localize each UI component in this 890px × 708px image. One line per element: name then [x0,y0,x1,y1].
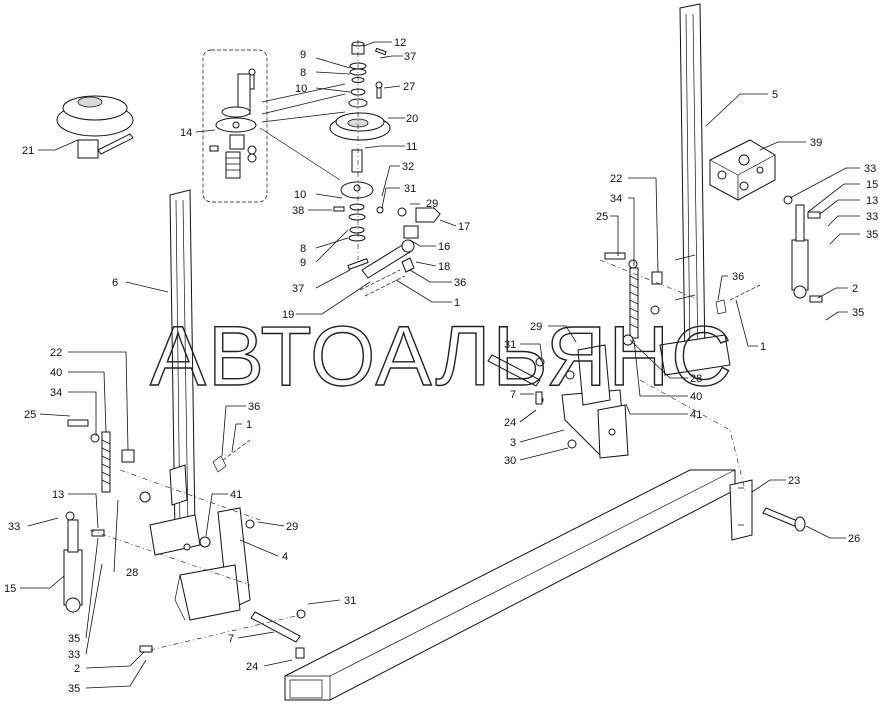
left-spring-assembly [67,419,151,503]
label-2: 2 [852,283,858,295]
label-40: 40 [690,391,702,403]
label-11: 11 [406,141,417,153]
label-23: 23 [788,475,800,487]
label-8: 8 [300,67,306,79]
label-27: 27 [403,81,415,93]
label-13: 13 [52,489,64,501]
label-1: 1 [454,297,460,309]
label-18: 18 [438,261,450,273]
label-1: 1 [760,341,766,353]
label-22: 22 [610,173,622,185]
label-5: 5 [772,89,778,101]
label-15: 15 [866,179,878,191]
label-33: 33 [864,163,876,175]
part-labels: 12 37 9 8 10 27 14 21 20 11 32 10 31 38 … [4,37,878,695]
label-1: 1 [246,419,252,431]
label-22: 22 [50,347,62,359]
right-mast-5 [659,3,731,376]
label-31: 31 [404,183,416,195]
label-37: 37 [292,283,304,295]
label-2: 2 [74,663,80,675]
block-39 [709,139,776,201]
label-21: 21 [22,145,34,157]
label-29: 29 [530,321,542,333]
label-6: 6 [112,277,118,289]
label-35: 35 [852,307,864,319]
label-30: 30 [504,455,516,467]
right-spring-assembly [604,252,761,339]
detail-box-14 [202,49,268,203]
frame-beam [284,469,736,701]
label-24: 24 [246,661,258,673]
label-31: 31 [504,339,516,351]
plate-23-bolt-26 [729,479,806,541]
label-36: 36 [732,271,744,283]
label-35: 35 [866,229,878,241]
left-mast-6 [149,189,201,556]
label-13: 13 [866,195,878,207]
label-28: 28 [126,567,138,579]
label-29: 29 [426,198,438,210]
label-41: 41 [690,409,702,421]
right-bracket-3 [487,334,634,459]
label-33: 33 [68,649,80,661]
label-20: 20 [406,113,418,125]
label-34: 34 [610,193,622,205]
leader-lines [20,41,860,689]
label-10: 10 [295,83,307,95]
label-12: 12 [394,37,406,49]
label-35: 35 [68,633,80,645]
label-17: 17 [458,221,470,233]
label-36: 36 [454,277,466,289]
label-9: 9 [300,49,306,61]
rotor-assembly [329,40,441,297]
label-7: 7 [510,389,516,401]
label-16: 16 [438,241,450,253]
label-24: 24 [504,417,516,429]
label-19: 19 [282,309,294,321]
right-cylinder-15 [783,195,823,303]
label-9: 9 [300,257,306,269]
label-3: 3 [510,437,516,449]
label-10: 10 [294,189,306,201]
label-41: 41 [230,489,242,501]
label-31: 31 [344,595,356,607]
label-32: 32 [402,161,414,173]
label-25: 25 [24,409,36,421]
left-cylinder-15 [63,511,153,653]
label-4: 4 [282,551,288,563]
label-33: 33 [866,211,878,223]
label-34: 34 [50,387,62,399]
label-7: 7 [228,633,234,645]
label-25: 25 [596,211,608,223]
label-35: 35 [68,683,80,695]
label-36: 36 [248,401,260,413]
label-29: 29 [286,521,298,533]
label-26: 26 [848,533,860,545]
label-37: 37 [404,51,416,63]
pulley-21 [56,95,134,159]
label-14: 14 [180,127,192,139]
watermark: АВТОАЛЬЯНС [150,309,734,403]
label-15: 15 [4,583,16,595]
left-bracket-4 [174,439,306,659]
label-28: 28 [690,373,702,385]
label-8: 8 [300,243,306,255]
label-33: 33 [8,521,20,533]
label-38: 38 [292,205,304,217]
label-39: 39 [810,137,822,149]
label-40: 40 [50,367,62,379]
